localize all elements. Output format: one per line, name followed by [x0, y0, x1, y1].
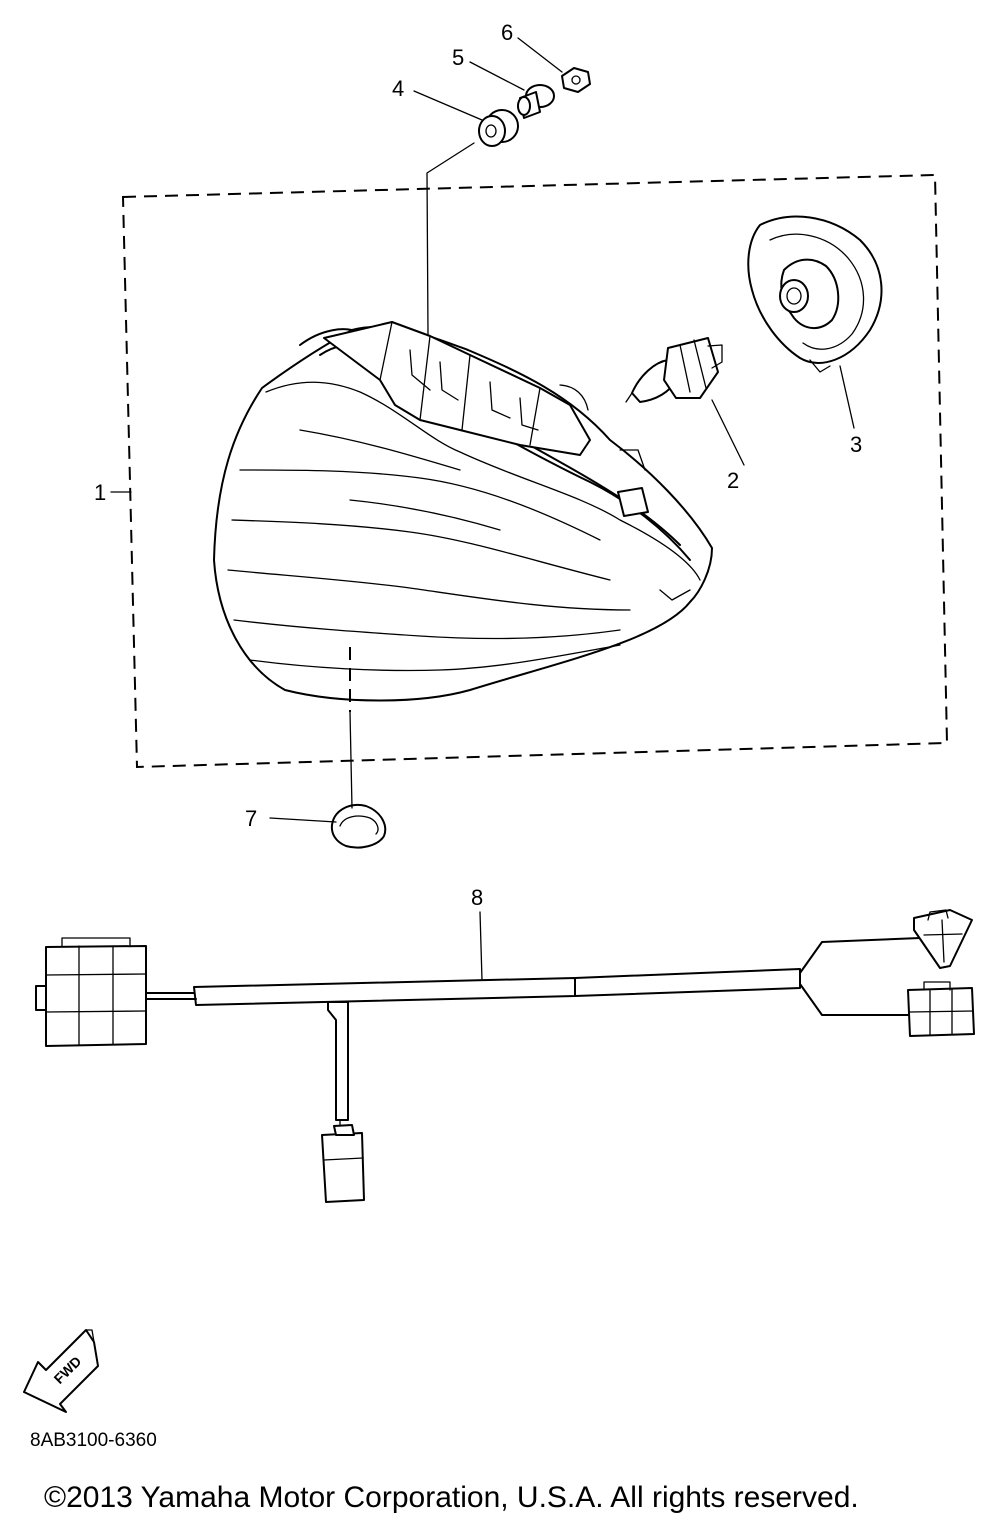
leader-lines [110, 37, 855, 981]
callout-5: 5 [452, 45, 464, 70]
callouts: 1 2 3 4 5 6 7 8 [94, 20, 862, 910]
callout-8: 8 [471, 885, 483, 910]
part-6-nut[interactable] [561, 67, 591, 93]
callout-6: 6 [501, 20, 513, 45]
part-8-wire-harness[interactable] [35, 909, 975, 1203]
assembly-boundary [121, 173, 949, 769]
callout-1: 1 [94, 480, 106, 505]
diagram-part-code: 8AB3100-6360 [30, 1430, 157, 1451]
callout-4: 4 [392, 76, 404, 101]
callout-3: 3 [850, 432, 862, 457]
part-4-grommet[interactable] [478, 109, 519, 147]
callout-2: 2 [727, 468, 739, 493]
headlight-assembly[interactable] [213, 321, 713, 702]
copyright-notice: ©2013 Yamaha Motor Corporation, U.S.A. A… [44, 1481, 859, 1514]
part-7-grommet[interactable] [330, 804, 387, 849]
part-2-bulb[interactable] [625, 337, 723, 403]
forward-direction-arrow: FWD [23, 1329, 99, 1413]
part-3-socket-cover[interactable] [747, 215, 883, 373]
callout-7: 7 [245, 806, 257, 831]
part-5-collar[interactable] [517, 84, 555, 119]
